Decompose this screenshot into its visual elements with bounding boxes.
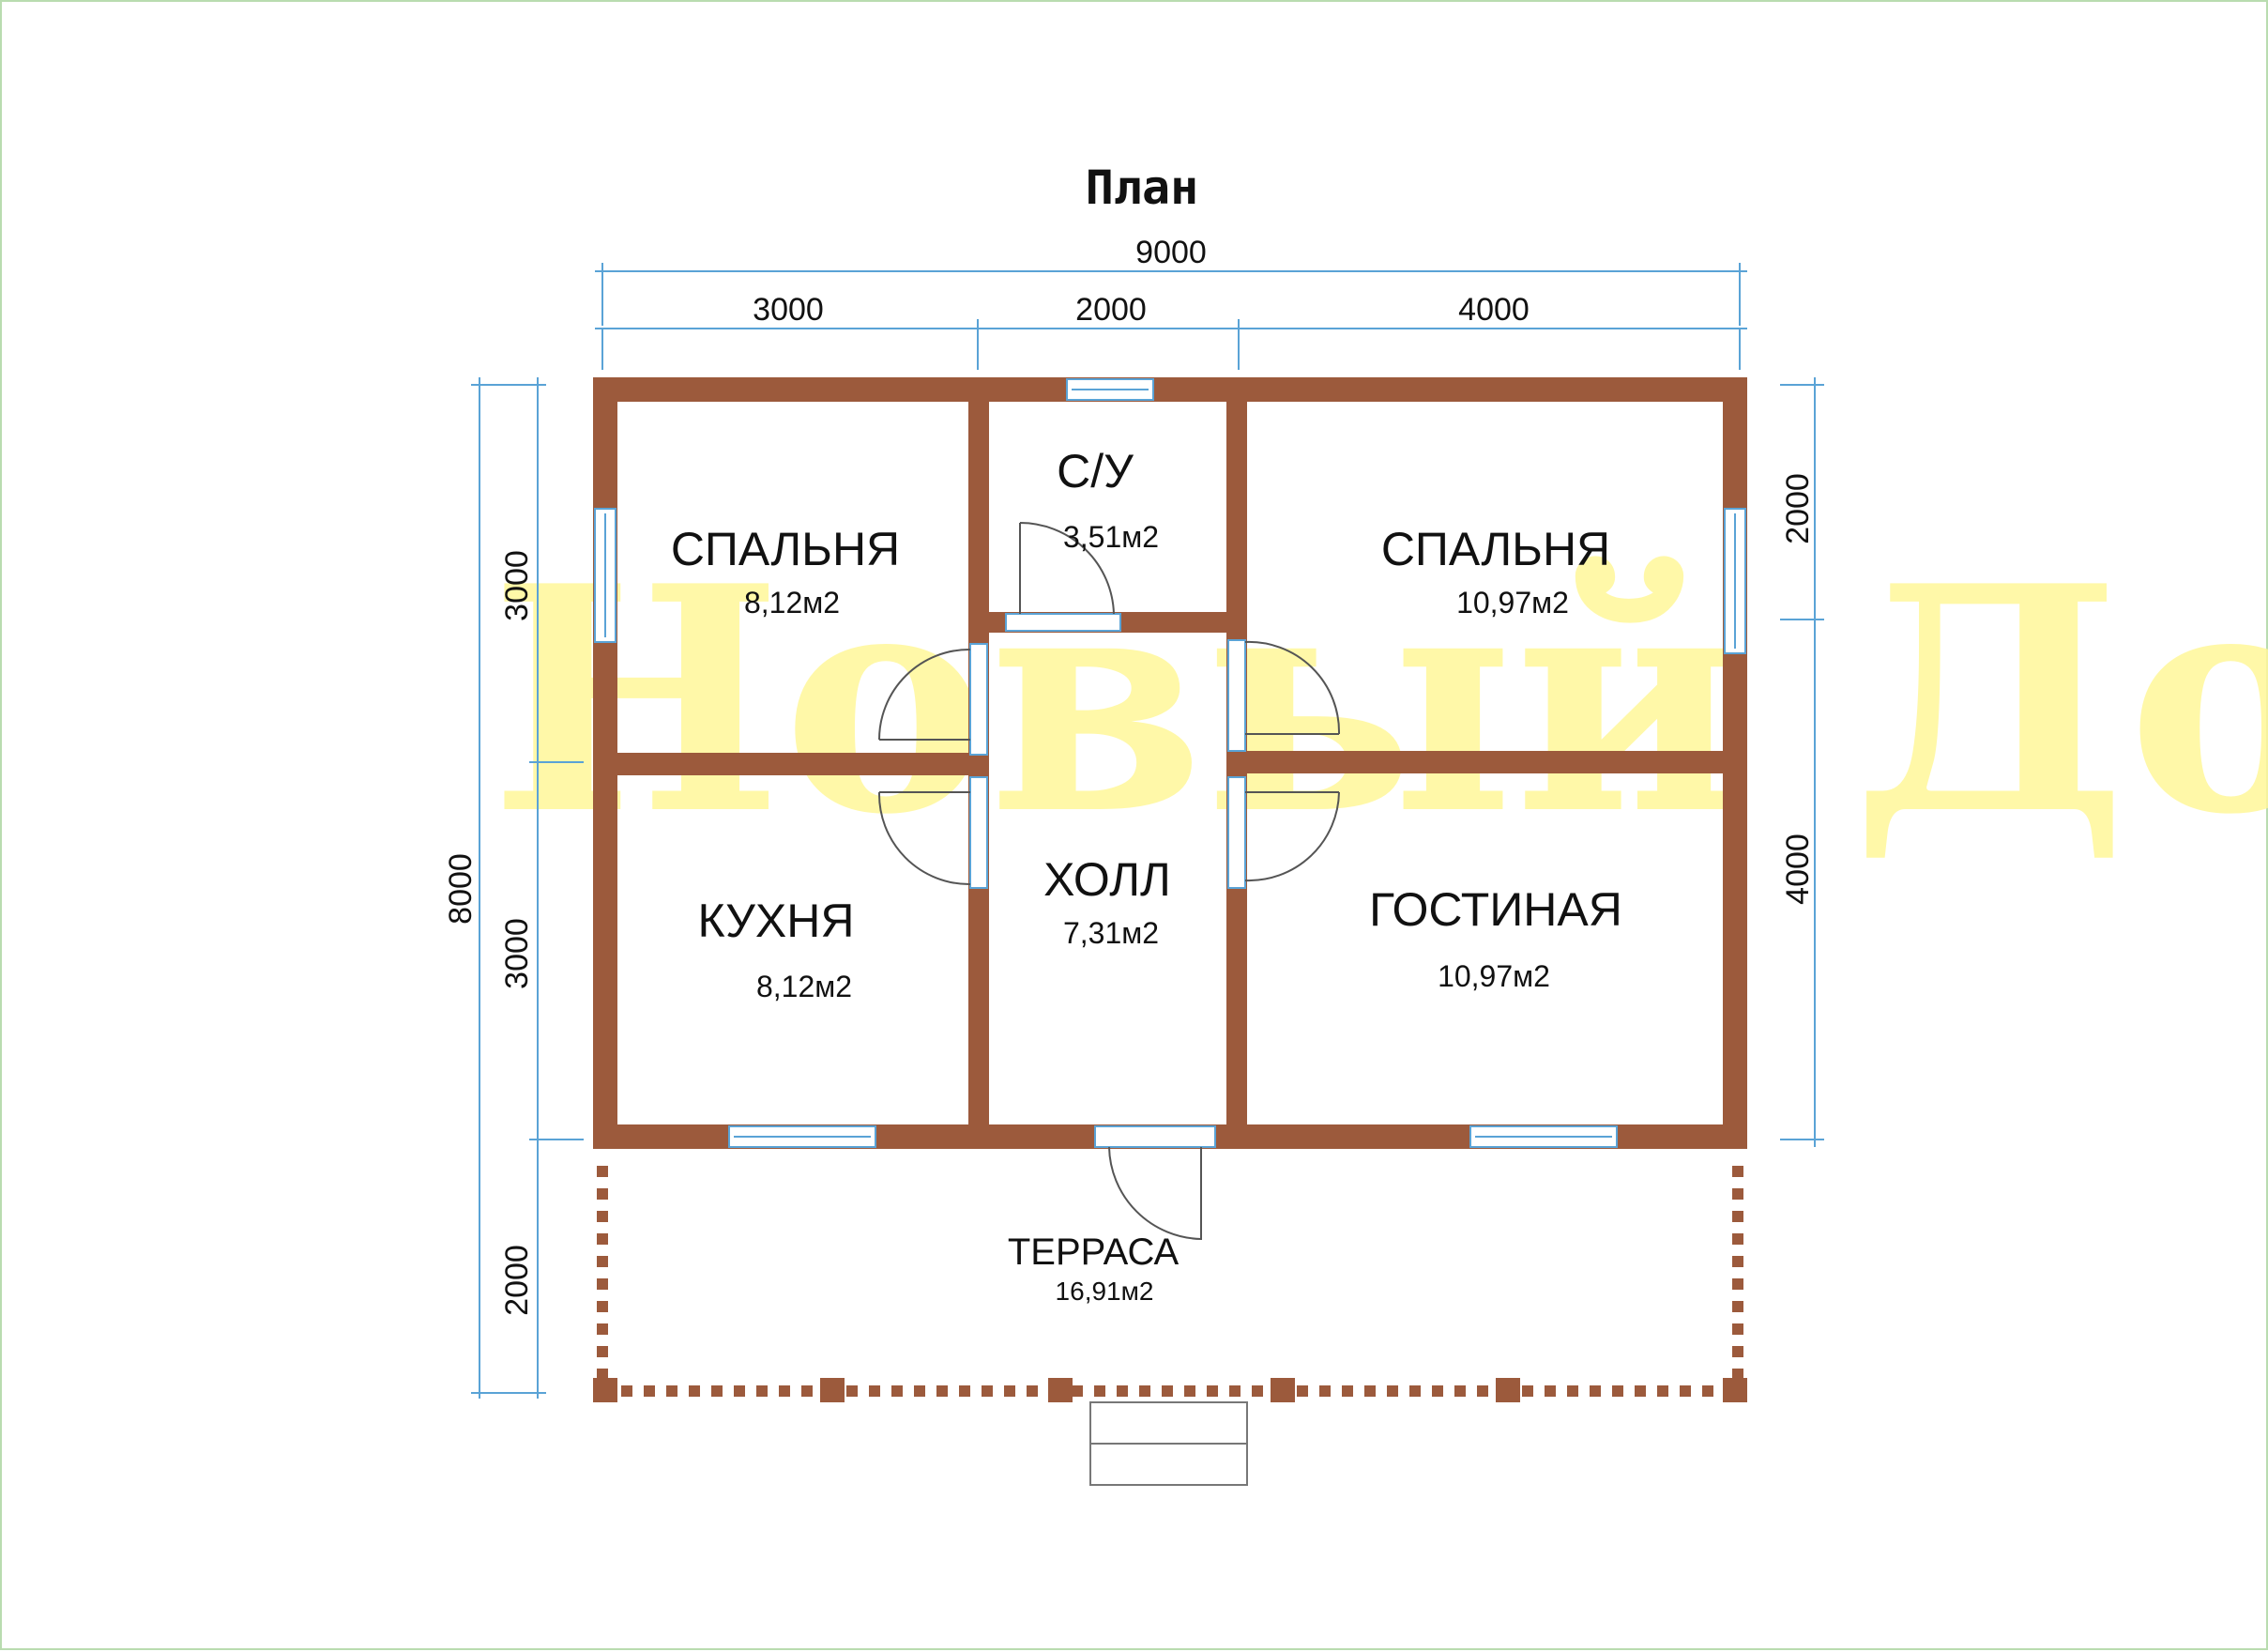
- room-name-terrace: ТЕРРАСА: [1008, 1231, 1180, 1273]
- dim-top-2: 2000: [1075, 292, 1147, 328]
- room-labels: СПАЛЬНЯ 8,12м2 С/У 3,51м2 СПАЛЬНЯ 10,97м…: [671, 445, 1622, 1306]
- dim-left-2: 3000: [499, 918, 535, 989]
- dim-total-height: 8000: [443, 853, 479, 925]
- terrace-railing: [593, 1166, 1747, 1486]
- plan-title: План: [1086, 161, 1198, 215]
- room-name-hall: ХОЛЛ: [1043, 853, 1171, 906]
- room-area-bedroom-1: 8,12м2: [744, 586, 840, 620]
- room-area-bathroom: 3,51м2: [1063, 520, 1159, 554]
- watermark: Новый Дом: [490, 518, 2268, 882]
- dim-top-1: 3000: [753, 292, 824, 328]
- room-name-living-room: ГОСТИНАЯ: [1369, 883, 1622, 936]
- room-name-kitchen: КУХНЯ: [697, 895, 854, 947]
- room-area-bedroom-2: 10,97м2: [1456, 586, 1569, 620]
- room-area-living-room: 10,97м2: [1438, 959, 1550, 993]
- room-area-kitchen: 8,12м2: [756, 970, 852, 1003]
- dim-top-3: 4000: [1458, 292, 1530, 328]
- room-name-bedroom-1: СПАЛЬНЯ: [671, 523, 900, 575]
- windows: [594, 378, 1746, 1148]
- dim-left-1: 3000: [499, 550, 535, 621]
- dim-total-width: 9000: [1135, 235, 1207, 270]
- room-area-terrace: 16,91м2: [1056, 1277, 1154, 1306]
- room-name-bathroom: С/У: [1057, 445, 1134, 497]
- dim-left-3: 2000: [499, 1245, 535, 1316]
- room-area-hall: 7,31м2: [1063, 916, 1159, 950]
- dimension-lines: [471, 263, 1824, 1399]
- dim-right-2: 4000: [1780, 834, 1816, 905]
- room-name-bedroom-2: СПАЛЬНЯ: [1381, 523, 1610, 575]
- doors: [877, 522, 1341, 1241]
- dim-right-1: 2000: [1780, 473, 1816, 544]
